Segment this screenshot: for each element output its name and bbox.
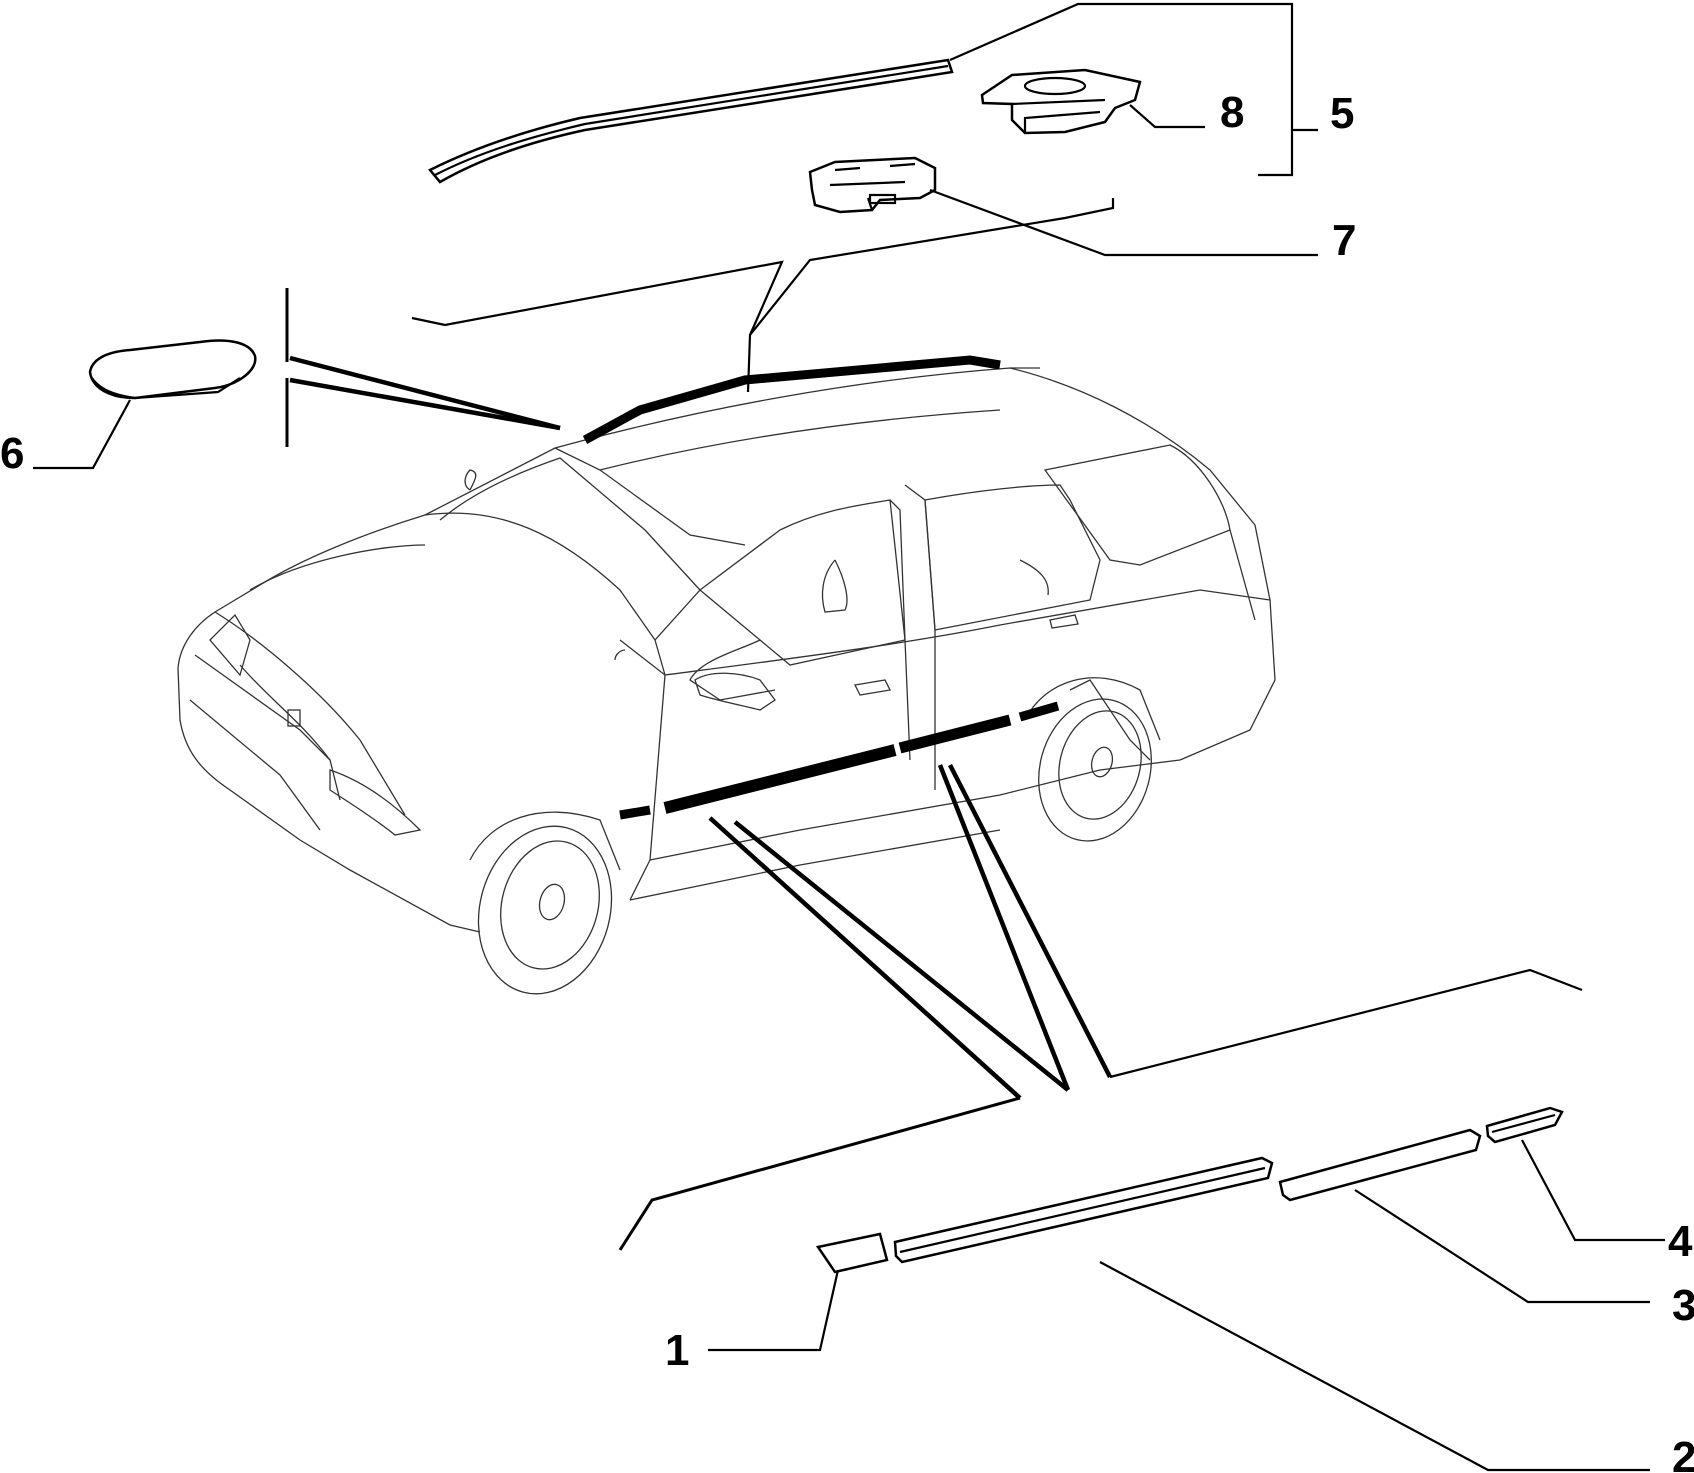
car-highlight-mouldings (582, 355, 1060, 820)
callout-8: 8 (1220, 88, 1244, 137)
callout-6: 6 (0, 429, 24, 478)
callout-1: 1 (665, 1326, 689, 1375)
car-illustration (177, 367, 1276, 995)
part-6-oval-cap (88, 339, 257, 400)
callout-5: 5 (1330, 89, 1354, 138)
leader-lines (33, 2, 1665, 1472)
callout-2: 2 (1672, 1433, 1694, 1473)
part-1-moulding-end (815, 1232, 889, 1274)
callout-4: 4 (1668, 1217, 1693, 1266)
part-8-clip (980, 68, 1142, 135)
part-4-moulding-end (1485, 1106, 1564, 1144)
part-roof-moulding (428, 58, 954, 184)
callout-7: 7 (1332, 216, 1356, 265)
callout-3: 3 (1672, 1281, 1694, 1330)
part-3-rear-door-moulding (1278, 1128, 1482, 1202)
part-7-clip (808, 156, 937, 214)
